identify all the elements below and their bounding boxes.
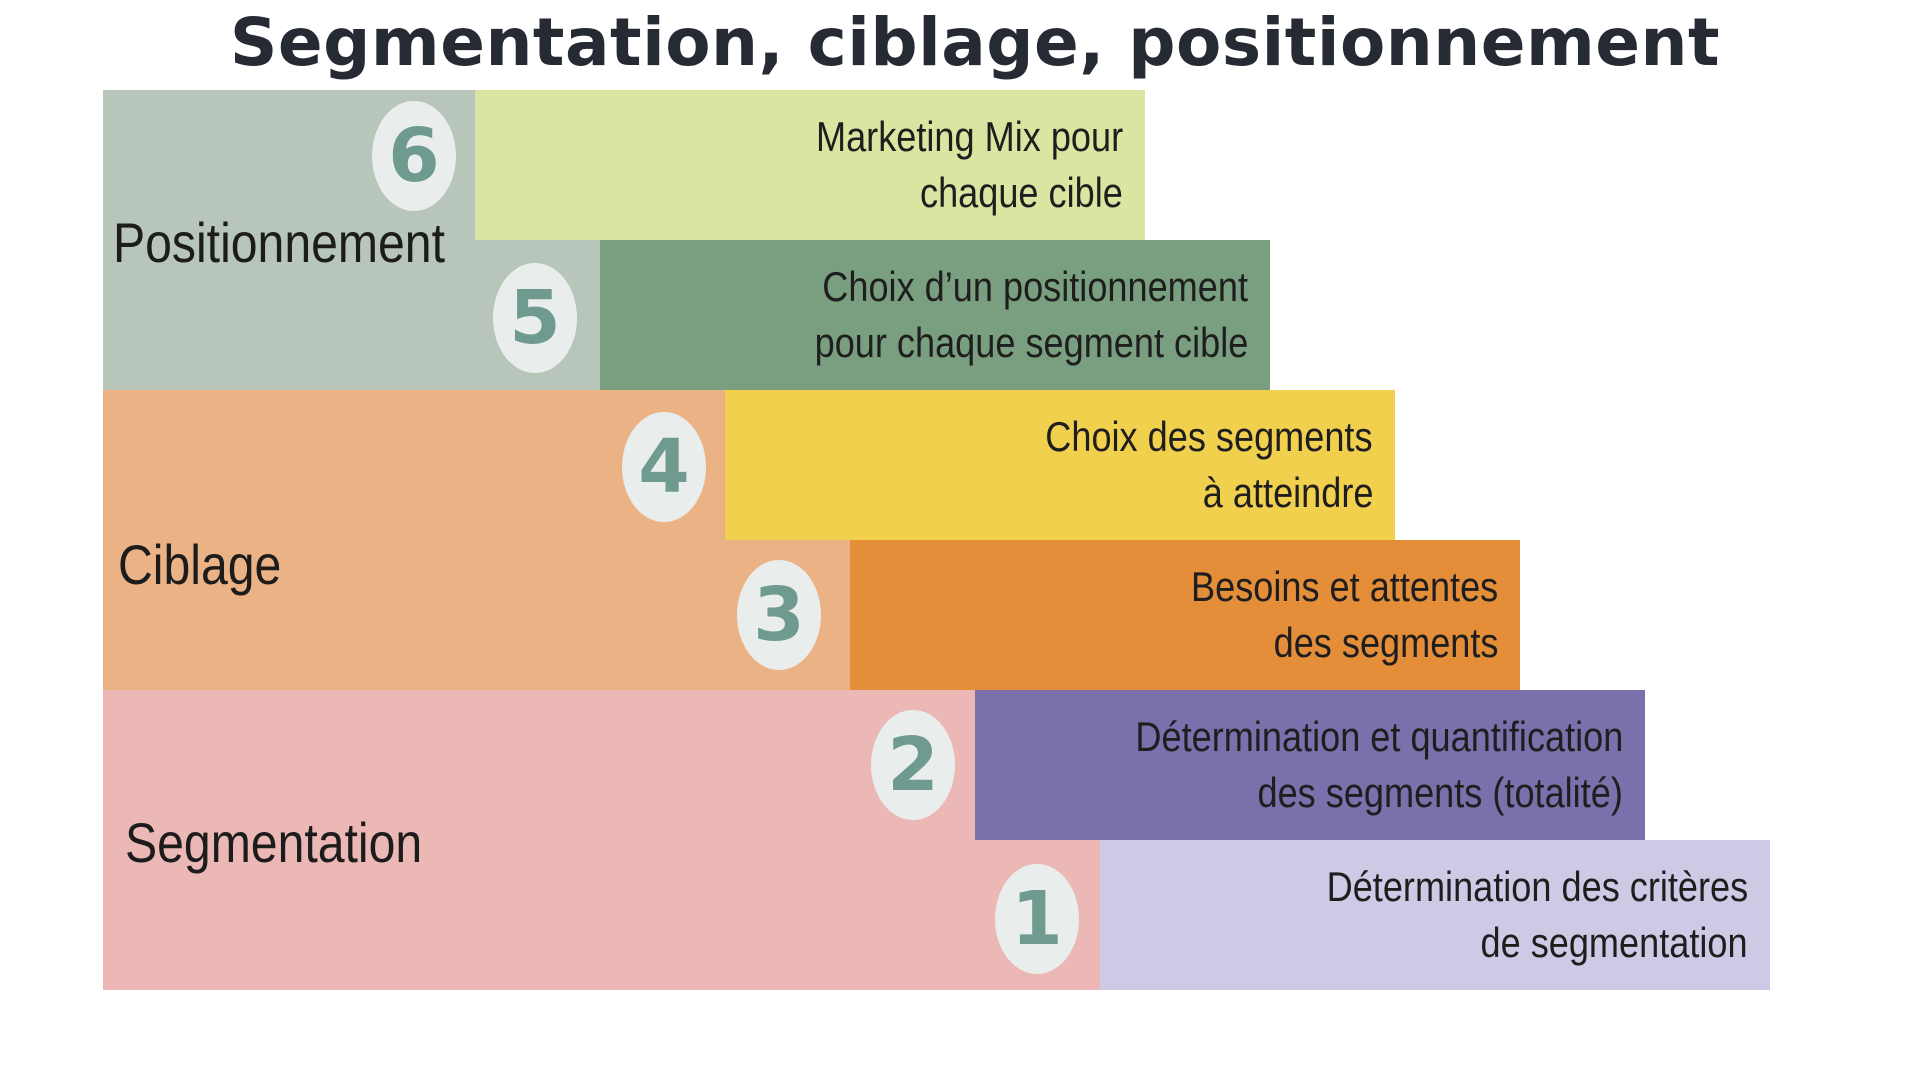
- step-6-box: Marketing Mix pour chaque cible: [475, 90, 1145, 240]
- step-1-text: Détermination des critères de segmentati…: [1258, 840, 1748, 990]
- step-4-line-2: à atteindre: [1202, 469, 1373, 516]
- step-4-box: Choix des segments à atteindre: [725, 390, 1395, 540]
- step-3-text: Besoins et attentes des segments: [1141, 540, 1498, 690]
- band-label-positionnement: Positionnement: [113, 211, 445, 274]
- step-3-line-2: des segments: [1273, 619, 1498, 666]
- step-1-line-1: Détermination des critères: [1326, 863, 1748, 910]
- step-6-line-1: Marketing Mix pour: [815, 113, 1123, 160]
- step-2-line-2: des segments (totalité): [1257, 769, 1623, 816]
- page-title: Segmentation, ciblage, positionnement: [229, 4, 1721, 81]
- step-5-box: Choix d’un positionnement pour chaque se…: [600, 240, 1270, 390]
- step-3-box: Besoins et attentes des segments: [850, 540, 1520, 690]
- step-6-text: Marketing Mix pour chaque cible: [766, 90, 1123, 240]
- step-6-number-badge: 6: [372, 101, 456, 211]
- step-5-line-1: Choix d’un positionnement: [822, 263, 1248, 310]
- step-5-line-2: pour chaque segment cible: [814, 319, 1248, 366]
- band-label-ciblage: Ciblage: [118, 533, 282, 596]
- step-5-text: Choix d’un positionnement pour chaque se…: [744, 240, 1248, 390]
- step-4-text: Choix des segments à atteindre: [992, 390, 1373, 540]
- step-1-box: Détermination des critères de segmentati…: [1100, 840, 1770, 990]
- band-label-segmentation: Segmentation: [125, 811, 423, 874]
- step-3-number-badge: 3: [737, 560, 821, 670]
- step-4-line-1: Choix des segments: [1045, 413, 1373, 460]
- step-1-number-badge: 1: [995, 864, 1079, 974]
- step-3-line-1: Besoins et attentes: [1190, 563, 1498, 610]
- step-6-line-2: chaque cible: [920, 169, 1123, 216]
- step-2-box: Détermination et quantification des segm…: [975, 690, 1645, 840]
- step-4-number-badge: 4: [622, 412, 706, 522]
- step-2-number-badge: 2: [871, 710, 955, 820]
- step-5-number-badge: 5: [493, 263, 577, 373]
- step-1-line-2: de segmentation: [1480, 919, 1748, 966]
- step-2-line-1: Détermination et quantification: [1135, 713, 1623, 760]
- step-2-text: Détermination et quantification des segm…: [1056, 690, 1623, 840]
